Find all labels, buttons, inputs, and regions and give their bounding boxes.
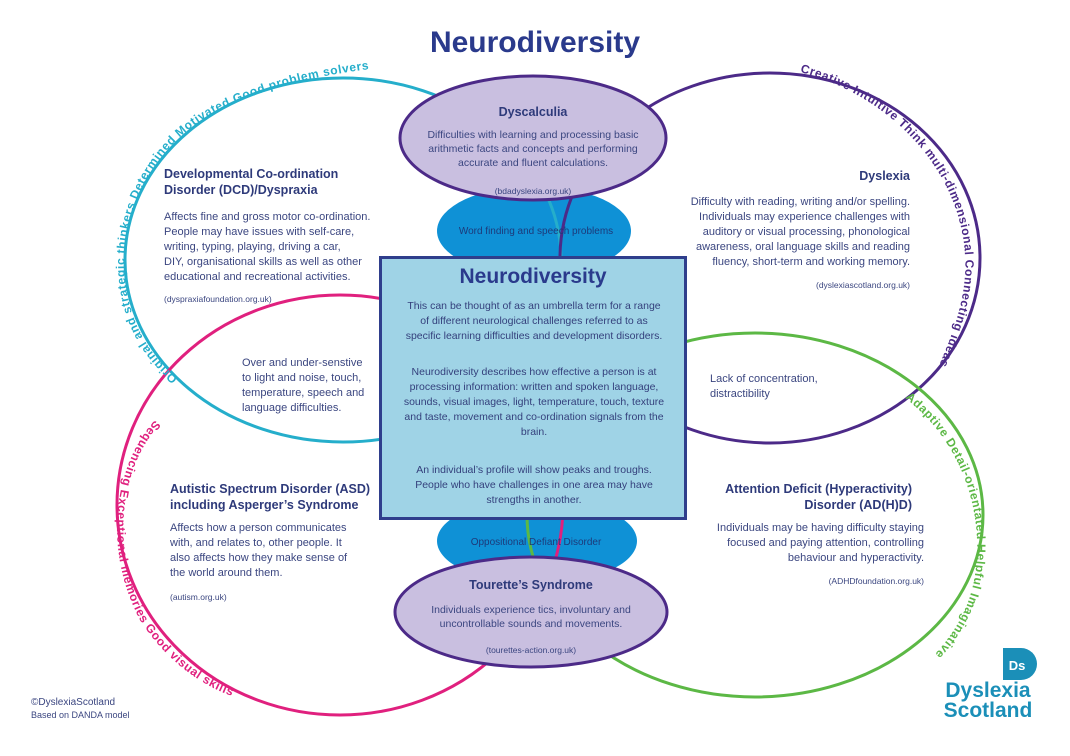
asd-text: Affects how a person communicates with, … [170,521,390,581]
asd-line: also affects how they make sense of [170,552,348,564]
trait-asd-1: Exceptional memories [114,489,152,626]
center-line: Neurodiversity describes how effective a… [411,366,657,378]
center-line: of different neurological challenges ref… [420,315,648,327]
center-para-1: This can be thought of as an umbrella te… [394,299,674,344]
center-line: People who have challenges in one area m… [415,479,653,491]
dcd-line: People may have issues with self-care, [164,226,355,238]
dyslexia-line: auditory or visual processing, phonologi… [702,226,910,238]
center-title: Neurodiversity [459,265,607,288]
copyright-text: ©DyslexiaScotland [31,697,116,708]
tourettes-text: Individuals experience tics, involuntary… [406,603,656,631]
center-line: This can be thought of as an umbrella te… [407,300,661,312]
dyslexia-source: (dyslexiascotland.org.uk) [815,280,910,290]
logo-monogram: Ds [1009,658,1026,673]
dyscalculia-line: arithmetic facts and concepts and perfor… [428,143,638,155]
asd-line: the world around them. [170,567,283,579]
overlap-right-line: distractibility [710,388,770,400]
center-para-3: An individual’s profile will show peaks … [394,463,674,508]
dyscalculia-line: accurate and fluent calculations. [457,157,608,169]
dcd-text: Affects fine and gross motor co-ordinati… [164,210,394,285]
adhd-line: Individuals may be having difficulty sta… [716,522,924,534]
tourettes-line: uncontrollable sounds and movements. [439,618,623,630]
trait-dyslexia-1: Intuitive [851,83,902,124]
asd-line: with, and relates to, other people. It [170,537,342,549]
trait-dcd-2: Motivated [172,95,232,140]
dyslexia-line: awareness, oral language skills and read… [695,241,910,253]
adhd-title: Attention Deficit (Hyperactivity) Disord… [690,481,912,513]
page-title: Neurodiversity [429,26,641,59]
center-line: sounds, visual images, light, temperatur… [403,396,665,408]
adhd-text: Individuals may be having difficulty sta… [672,521,924,566]
dyscalculia-source: (bdadyslexia.org.uk) [494,186,572,196]
logo-mark: Ds [1003,648,1037,680]
tourettes-source: (tourettes-action.org.uk) [485,645,577,655]
trait-dcd-3: Good problem solvers [230,58,369,106]
overlap-left-line: to light and noise, touch, [242,372,362,384]
dyslexia-line: fluency, short-term and working memory. [712,256,910,268]
center-line: and taste, movement and co-ordination si… [404,411,664,423]
overlap-right-text: Lack of concentration, distractibility [710,372,860,402]
center-box: Neurodiversity This can be thought of as… [379,256,687,520]
overlap-right-line: Lack of concentration, [710,373,818,385]
dcd-title-line: Developmental Co-ordination [164,167,339,181]
asd-source: (autism.org.uk) [170,592,227,602]
center-line: An individual’s profile will show peaks … [416,464,652,476]
adhd-line: focused and paying attention, controllin… [727,537,924,549]
dcd-source: (dyspraxiafoundation.org.uk) [164,294,272,304]
word-finding-blob [437,186,631,276]
tourettes-title: Tourette’s Syndrome [469,578,593,592]
adhd-source: (ADHDfoundation.org.uk) [828,576,924,586]
asd-title-line: Autistic Spectrum Disorder (ASD) [170,482,371,496]
logo-line-1: Dyslexia [945,679,1031,702]
center-line: brain. [520,426,548,438]
center-para-2: Neurodiversity describes how effective a… [394,365,674,440]
tourettes-line: Individuals experience tics, involuntary… [431,604,631,616]
trait-asd-0: Sequencing [119,418,163,488]
dyslexia-line: Individuals may experience challenges wi… [699,211,910,223]
dyscalculia-title: Dyscalculia [498,105,568,119]
tourettes-ellipse [393,555,669,669]
logo-line-2: Scotland [943,699,1033,722]
dyslexia-title: Dyslexia [859,169,910,183]
overlap-top-text: Word finding and speech problems [459,226,613,237]
adhd-title-line: Attention Deficit (Hyperactivity) [725,482,912,496]
overlap-left-line: language difficulties. [242,402,342,414]
center-line: specific learning difficulties and devel… [405,330,663,342]
dcd-line: educational and recreational activities. [164,271,351,283]
overlap-left-line: temperature, speech and [242,387,365,399]
overlap-bottom-text: Oppositional Defiant Disorder [471,537,602,548]
center-line: strengths in another. [486,494,582,506]
trait-asd-2: Good visual skills [142,621,236,699]
dyslexia-line: Difficulty with reading, writing and/or … [690,196,910,208]
dcd-line: writing, typing, playing, driving a car, [164,241,341,253]
overlap-left-line: Over and under-senstive [242,357,363,369]
center-line: processing information: written and spok… [409,381,659,393]
adhd-line: behaviour and hyperactivity. [787,552,924,564]
dyscalculia-line: Difficulties with learning and processin… [427,129,639,141]
dyslexia-text: Difficulty with reading, writing and/or … [660,195,910,270]
dcd-title-line: Disorder (DCD)/Dyspraxia [164,183,318,197]
overlap-left-text: Over and under-senstive to light and noi… [242,356,382,416]
dcd-title: Developmental Co-ordination Disorder (DC… [164,166,394,198]
dyscalculia-text: Difficulties with learning and processin… [408,128,658,170]
dcd-line: Affects fine and gross motor co-ordinati… [164,211,371,223]
asd-title: Autistic Spectrum Disorder (ASD) includi… [170,481,400,513]
asd-title-line: including Asperger’s Syndrome [170,498,359,512]
dyscalculia-ellipse [398,74,668,202]
model-credit: Based on DANDA model [31,710,130,720]
adhd-title-line: Disorder (AD(H)D) [804,498,912,512]
dcd-line: DIY, organisational skills as well as ot… [164,256,362,268]
asd-line: Affects how a person communicates [170,522,347,534]
